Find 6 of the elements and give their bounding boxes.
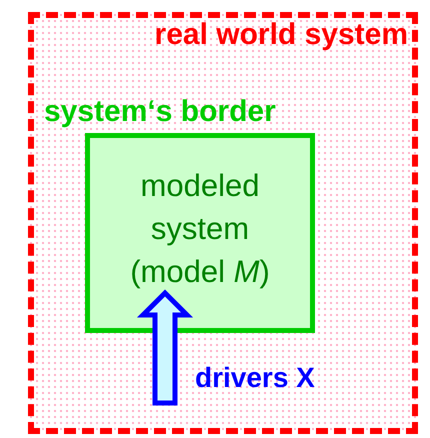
border-heading: system‘s border bbox=[44, 95, 276, 129]
dashed-boundary bbox=[28, 12, 418, 434]
block-arrow bbox=[136, 289, 194, 406]
boundary-title: real world system bbox=[154, 18, 408, 52]
edge-label: drivers X bbox=[195, 362, 315, 394]
box-text: modeled system (model M) bbox=[129, 167, 271, 291]
